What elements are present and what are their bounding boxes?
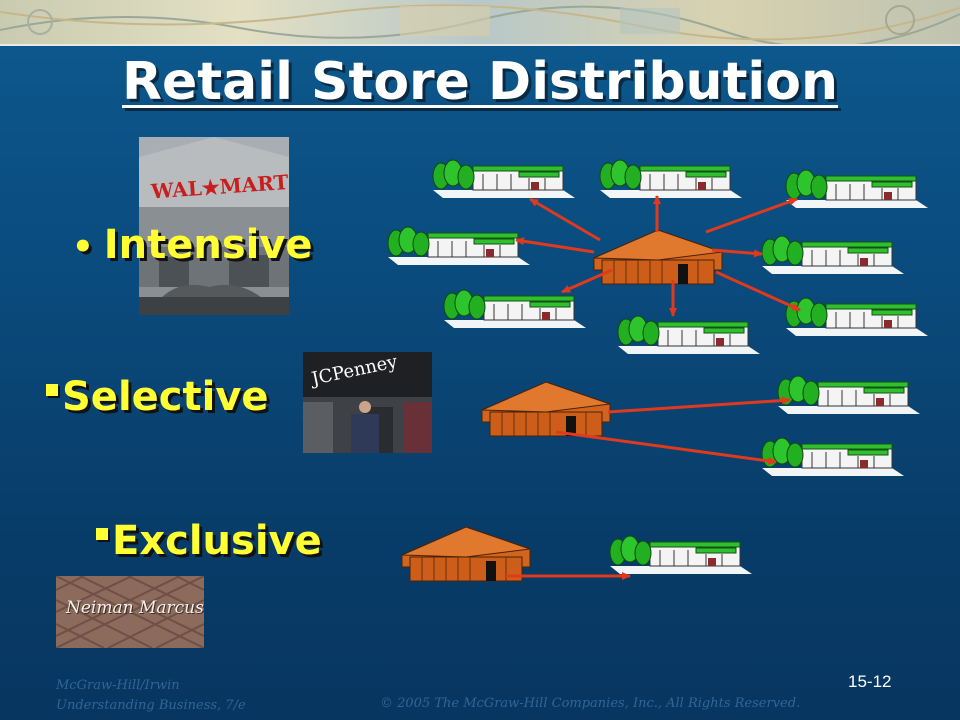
warehouse-intensive [593,229,723,285]
neiman-marcus-photo: Neiman Marcus [56,576,204,648]
intensive-text: Intensive [103,222,313,268]
store-icon [777,375,921,415]
intensive-label: •Intensive [72,222,313,268]
warehouse-selective [481,381,611,437]
store-icon [617,315,761,355]
store-icon [432,159,576,199]
exclusive-label: Exclusive [96,518,322,564]
header-banner [0,0,960,46]
slide-number: 15-12 [848,672,892,691]
store-icon [785,169,929,209]
neiman-marcus-sign: Neiman Marcus [66,598,204,618]
selective-label: Selective [46,374,269,420]
store-icon [599,159,743,199]
slide-title: Retail Store Distribution [122,52,838,112]
footer-copyright: © 2005 The McGraw-Hill Companies, Inc., … [380,696,801,711]
bullet-dot: • [72,227,94,267]
footer-book: Understanding Business, 7/e [56,698,246,713]
arrow [607,396,791,414]
arrow [529,197,601,242]
store-icon [609,535,753,575]
arrow [561,268,613,294]
store-icon [387,226,531,266]
selective-text: Selective [62,374,269,420]
footer-publisher: McGraw-Hill/Irwin [56,678,180,693]
warehouse-exclusive [401,526,531,582]
square-bullet [96,528,108,540]
walmart-photo: WAL★MART [139,137,289,315]
exclusive-text: Exclusive [112,518,322,564]
store-icon [761,235,905,275]
footer-left: McGraw-Hill/Irwin Understanding Business… [56,676,246,716]
arrow [715,270,801,312]
banner-decoration [0,4,960,44]
store-icon [443,289,587,329]
arrow [555,430,777,465]
jcpenney-photo: JCPenney [303,352,432,453]
store-icon [785,297,929,337]
arrow [705,197,798,234]
store-icon [761,437,905,477]
arrow [515,237,595,254]
square-bullet [46,384,58,396]
arrow [711,248,763,258]
